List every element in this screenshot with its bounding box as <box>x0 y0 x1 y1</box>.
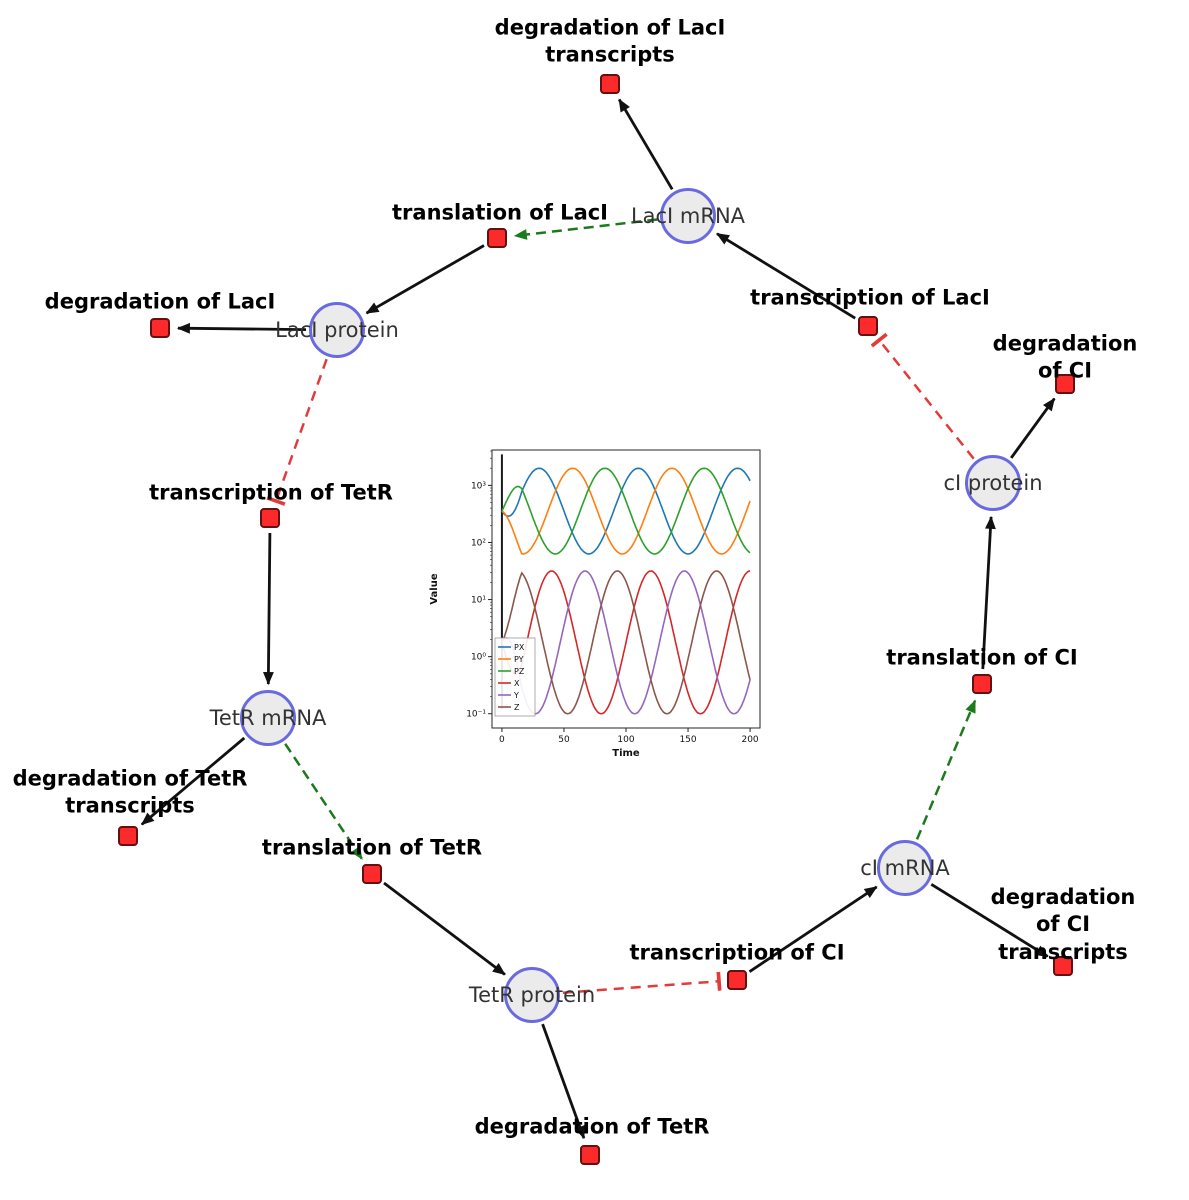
reaction-label-transcription-of-lacI: transcription of LacI <box>750 285 990 310</box>
reaction-label-translation-of-tetR: translation of TetR <box>261 835 483 860</box>
edge-cI-mrna-to-deg-cI-tx <box>930 883 1049 958</box>
reaction-node-translation-of-lacI[interactable] <box>487 228 507 248</box>
reaction-label-transcription-of-cI: transcription of CI <box>629 940 845 965</box>
edge-transl-cI-to-cI-protein <box>981 515 996 670</box>
legend-label-PZ: PZ <box>514 667 525 676</box>
series-line-PZ <box>501 467 751 555</box>
species-node-tetR-protein[interactable] <box>504 967 560 1023</box>
edge-tetR-mrna-to-deg-tetR-tx <box>140 736 246 826</box>
legend-box <box>494 637 536 717</box>
y-axis-label: Value <box>429 573 440 604</box>
series-line-PX <box>501 467 751 555</box>
species-node-lacI-protein[interactable] <box>309 302 365 358</box>
edge-lacI-mrna-to-deg-lacI-tx <box>617 98 674 191</box>
reaction-label-degradation-of-cI: degradation of CI <box>992 331 1138 383</box>
edge-tc-cI-to-cI-mrna <box>748 885 878 973</box>
species-label-cI-protein: cI protein <box>943 471 1043 495</box>
y-tick-label: 10⁰ <box>471 653 486 663</box>
legend-label-Z: Z <box>514 703 520 712</box>
y-tick-label: 10⁻¹ <box>466 710 486 720</box>
species-node-cI-protein[interactable] <box>965 455 1021 511</box>
legend-label-Y: Y <box>513 691 519 700</box>
reaction-label-degradation-of-tetR-transcripts: degradation of TetR transcripts <box>12 766 248 818</box>
reaction-node-degradation-of-lacI[interactable] <box>150 318 170 338</box>
reaction-node-degradation-of-cI[interactable] <box>1055 374 1075 394</box>
reaction-node-transcription-of-lacI[interactable] <box>858 316 878 336</box>
series-line-X <box>501 570 751 715</box>
reaction-label-transcription-of-tetR: transcription of TetR <box>149 480 393 505</box>
reaction-node-transcription-of-cI[interactable] <box>727 970 747 990</box>
edge-tc-lacI-to-lacI-mrna <box>716 232 856 320</box>
reaction-node-transcription-of-tetR[interactable] <box>260 508 280 528</box>
legend-label-X: X <box>514 679 520 688</box>
edge-transl-lacI-to-lacI-protein <box>365 244 485 315</box>
species-node-lacI-mrna[interactable] <box>660 188 716 244</box>
edge-cI-protein-to-tc-lacI <box>870 332 975 460</box>
species-label-tetR-protein: TetR protein <box>468 983 596 1007</box>
species-node-tetR-mrna[interactable] <box>240 690 296 746</box>
reaction-node-degradation-of-cI-transcripts[interactable] <box>1053 956 1073 976</box>
reaction-label-degradation-of-tetR: degradation of TetR <box>474 1114 710 1139</box>
legend-label-PY: PY <box>514 655 524 664</box>
species-node-cI-mrna[interactable] <box>877 840 933 896</box>
reaction-node-translation-of-cI[interactable] <box>972 674 992 694</box>
legend-label-PX: PX <box>514 643 525 652</box>
reaction-label-translation-of-cI: translation of CI <box>886 645 1078 670</box>
x-tick-label: 100 <box>617 735 634 745</box>
series-line-Y <box>501 570 751 715</box>
reaction-label-degradation-of-lacI: degradation of LacI <box>44 289 276 314</box>
species-label-cI-mrna: cI mRNA <box>860 856 950 880</box>
reaction-node-degradation-of-tetR[interactable] <box>580 1145 600 1165</box>
x-tick-label: 0 <box>499 735 505 745</box>
species-label-tetR-mrna: TetR mRNA <box>209 706 327 730</box>
edge-tetR-mrna-to-transl-tetR <box>284 743 364 860</box>
y-tick-label: 10¹ <box>471 596 486 606</box>
edge-lacI-mrna-to-transl-lacI <box>513 218 658 240</box>
reaction-node-degradation-of-tetR-transcripts[interactable] <box>118 826 138 846</box>
edge-tetR-protein-to-deg-tetR <box>541 1023 586 1140</box>
x-tick-label: 200 <box>741 735 758 745</box>
edge-tetR-protein-to-tc-cI <box>562 971 722 994</box>
reaction-node-translation-of-tetR[interactable] <box>362 864 382 884</box>
x-axis-label: Time <box>612 748 640 759</box>
y-tick-label: 10³ <box>471 481 486 491</box>
series-line-PY <box>501 467 751 555</box>
species-label-lacI-mrna: LacI mRNA <box>630 204 746 228</box>
edge-lacI-protein-to-deg-lacI <box>176 322 307 334</box>
species-label-lacI-protein: LacI protein <box>275 318 399 342</box>
edge-tc-tetR-to-tetR-mrna <box>263 532 274 686</box>
reaction-label-degradation-of-lacI-transcripts: degradation of LacI transcripts <box>494 15 726 67</box>
reaction-label-translation-of-lacI: translation of LacI <box>392 200 608 225</box>
edge-transl-tetR-to-tetR-protein <box>383 881 506 976</box>
y-tick-label: 10² <box>471 538 486 548</box>
edge-cI-mrna-to-transl-cI <box>915 699 977 840</box>
reaction-label-degradation-of-cI-transcripts: degradation of CI transcripts <box>990 885 1136 964</box>
x-tick-label: 50 <box>558 735 570 745</box>
edge-cI-protein-to-deg-cI <box>1010 397 1056 459</box>
reaction-node-degradation-of-lacI-transcripts[interactable] <box>600 74 620 94</box>
edge-lacI-protein-to-tc-tetR <box>266 358 328 506</box>
x-tick-label: 150 <box>679 735 696 745</box>
series-line-Z <box>501 570 751 715</box>
